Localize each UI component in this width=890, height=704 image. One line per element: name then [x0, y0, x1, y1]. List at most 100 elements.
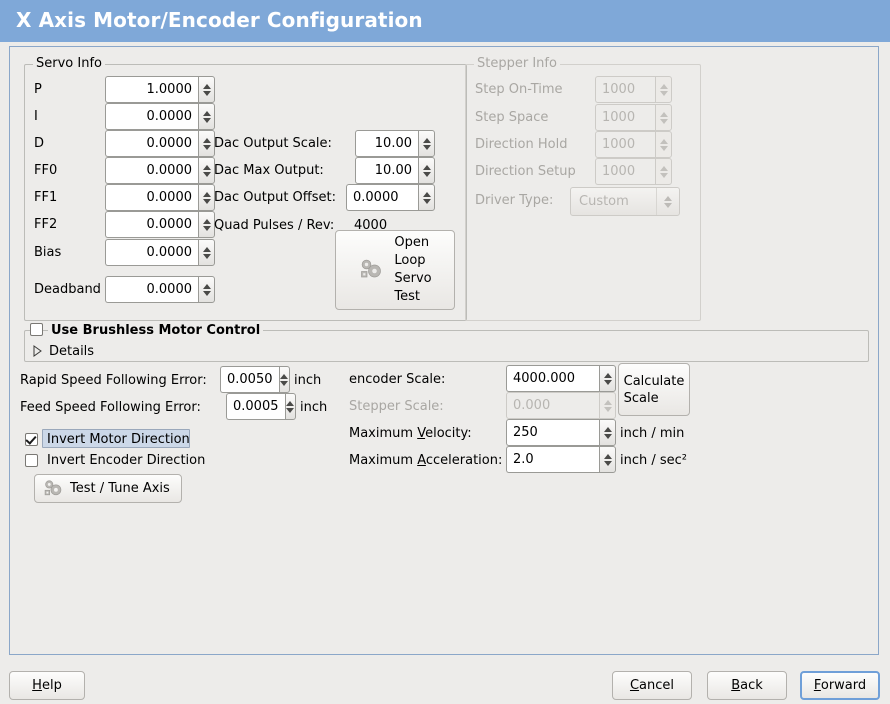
servo-label-i: I — [34, 109, 38, 124]
servo-input-deadband-stepper[interactable] — [198, 276, 215, 303]
servo-input-deadband-value[interactable]: 0.0000 — [105, 276, 198, 303]
invert-motor-direction-checkbox[interactable] — [25, 433, 38, 446]
servo-input-ff0-value[interactable]: 0.0000 — [105, 157, 198, 184]
maximum-acceleration-value[interactable]: 2.0 — [506, 446, 599, 473]
direction-hold-value[interactable]: 1000 — [595, 131, 655, 158]
step-on-time-label: Step On-Time — [475, 82, 563, 97]
maximum-acceleration-stepper[interactable] — [599, 446, 616, 473]
servo-input-ff2-stepper[interactable] — [198, 211, 215, 238]
servo-input-d-stepper[interactable] — [198, 130, 215, 157]
servo-input-ff0-stepper[interactable] — [198, 157, 215, 184]
maximum-velocity-value[interactable]: 250 — [506, 419, 599, 446]
cancel-rest: ancel — [639, 678, 675, 693]
servo-input-bias[interactable]: 0.0000 — [105, 239, 215, 266]
stepper-scale-stepper[interactable] — [599, 392, 616, 419]
direction-hold-label: Direction Hold — [475, 137, 568, 152]
feed-following-error-stepper[interactable] — [284, 393, 296, 420]
open-loop-servo-test-button[interactable]: Open Loop Servo Test — [335, 230, 455, 310]
servo-label-ff1: FF1 — [34, 190, 58, 205]
dac-output-scale-stepper[interactable] — [418, 130, 435, 157]
details-toggle-label[interactable]: Details — [49, 344, 95, 359]
step-on-time-value[interactable]: 1000 — [595, 76, 655, 103]
direction-setup-input[interactable]: 1000 — [595, 158, 672, 185]
servo-input-i[interactable]: 0.0000 — [105, 103, 215, 130]
encoder-scale-stepper[interactable] — [599, 365, 616, 392]
maximum-acceleration-input[interactable]: 2.0 — [506, 446, 616, 473]
servo-input-d-value[interactable]: 0.0000 — [105, 130, 198, 157]
rapid-following-error-unit: inch — [294, 373, 322, 388]
back-button[interactable]: Back — [707, 671, 787, 700]
rapid-following-error-input[interactable]: 0.0050 — [220, 366, 290, 393]
stepper-scale-input[interactable]: 0.000 — [506, 392, 616, 419]
feed-following-error-input[interactable]: 0.0005 — [226, 393, 296, 420]
maximum-velocity-stepper[interactable] — [599, 419, 616, 446]
use-brushless-motor-control-checkbox[interactable] — [30, 323, 43, 336]
dac-output-offset-value[interactable]: 0.0000 — [346, 184, 418, 211]
maximum-velocity-input[interactable]: 250 — [506, 419, 616, 446]
stepper-scale-value[interactable]: 0.000 — [506, 392, 599, 419]
step-space-value[interactable]: 1000 — [595, 104, 655, 131]
direction-hold-stepper[interactable] — [655, 131, 672, 158]
encoder-scale-label: encoder Scale: — [349, 372, 446, 387]
driver-type-select[interactable]: Custom — [570, 187, 680, 216]
calculate-scale-button[interactable]: Calculate Scale — [618, 363, 690, 416]
direction-hold-input[interactable]: 1000 — [595, 131, 672, 158]
dac-max-output-input[interactable]: 10.00 — [355, 157, 435, 184]
rapid-following-error-label: Rapid Speed Following Error: — [20, 373, 207, 388]
dac-max-output-value[interactable]: 10.00 — [355, 157, 418, 184]
servo-input-bias-stepper[interactable] — [198, 239, 215, 266]
direction-setup-value[interactable]: 1000 — [595, 158, 655, 185]
cancel-mnemonic: C — [629, 678, 640, 693]
encoder-scale-input[interactable]: 4000.000 — [506, 365, 616, 392]
back-button-label: Back — [731, 678, 763, 693]
forward-button[interactable]: Forward — [800, 671, 880, 700]
test-tune-axis-button[interactable]: Test / Tune Axis — [34, 474, 182, 503]
help-button-label: Help — [32, 678, 62, 693]
cancel-button-label: Cancel — [630, 678, 674, 693]
invert-motor-direction-label[interactable]: Invert Motor Direction — [47, 432, 190, 447]
maximum-acceleration-label-post: cceleration: — [425, 453, 503, 468]
servo-input-ff2[interactable]: 0.0000 — [105, 211, 215, 238]
dac-max-output-stepper[interactable] — [418, 157, 435, 184]
servo-input-i-stepper[interactable] — [198, 103, 215, 130]
cancel-button[interactable]: Cancel — [612, 671, 692, 700]
use-brushless-motor-control-label: Use Brushless Motor Control — [48, 323, 264, 338]
dac-output-scale-input[interactable]: 10.00 — [355, 130, 435, 157]
feed-following-error-value[interactable]: 0.0005 — [226, 393, 285, 420]
rapid-following-error-value[interactable]: 0.0050 — [220, 366, 279, 393]
servo-input-p-value[interactable]: 1.0000 — [105, 76, 198, 103]
servo-input-i-value[interactable]: 0.0000 — [105, 103, 198, 130]
invert-encoder-direction-label[interactable]: Invert Encoder Direction — [47, 453, 206, 468]
servo-input-p[interactable]: 1.0000 — [105, 76, 215, 103]
servo-input-ff1-value[interactable]: 0.0000 — [105, 184, 198, 211]
dac-output-offset-stepper[interactable] — [418, 184, 435, 211]
rapid-following-error-stepper[interactable] — [278, 366, 290, 393]
servo-input-bias-value[interactable]: 0.0000 — [105, 239, 198, 266]
servo-input-d[interactable]: 0.0000 — [105, 130, 215, 157]
step-space-stepper[interactable] — [655, 104, 672, 131]
chevron-right-icon[interactable] — [33, 345, 42, 357]
dac-output-scale-label: Dac Output Scale: — [214, 136, 332, 151]
servo-input-ff1-stepper[interactable] — [198, 184, 215, 211]
help-button[interactable]: Help — [9, 671, 85, 700]
servo-input-ff2-value[interactable]: 0.0000 — [105, 211, 198, 238]
dac-output-scale-value[interactable]: 10.00 — [355, 130, 418, 157]
driver-type-value[interactable]: Custom — [579, 194, 629, 209]
encoder-scale-value[interactable]: 4000.000 — [506, 365, 599, 392]
calculate-scale-line-2: Scale — [623, 390, 659, 406]
step-on-time-stepper[interactable] — [655, 76, 672, 103]
step-space-input[interactable]: 1000 — [595, 104, 672, 131]
step-on-time-input[interactable]: 1000 — [595, 76, 672, 103]
forward-button-label: Forward — [814, 678, 866, 693]
help-mnemonic: H — [32, 678, 42, 693]
servo-input-ff1[interactable]: 0.0000 — [105, 184, 215, 211]
back-rest: ack — [740, 678, 763, 693]
invert-encoder-direction-checkbox[interactable] — [25, 454, 38, 467]
servo-input-p-stepper[interactable] — [198, 76, 215, 103]
chevron-updown-icon[interactable] — [656, 188, 679, 215]
direction-setup-stepper[interactable] — [655, 158, 672, 185]
servo-input-ff0[interactable]: 0.0000 — [105, 157, 215, 184]
servo-input-deadband[interactable]: 0.0000 — [105, 276, 215, 303]
dac-output-offset-input[interactable]: 0.0000 — [346, 184, 435, 211]
stepper-info-legend: Stepper Info — [474, 57, 560, 71]
